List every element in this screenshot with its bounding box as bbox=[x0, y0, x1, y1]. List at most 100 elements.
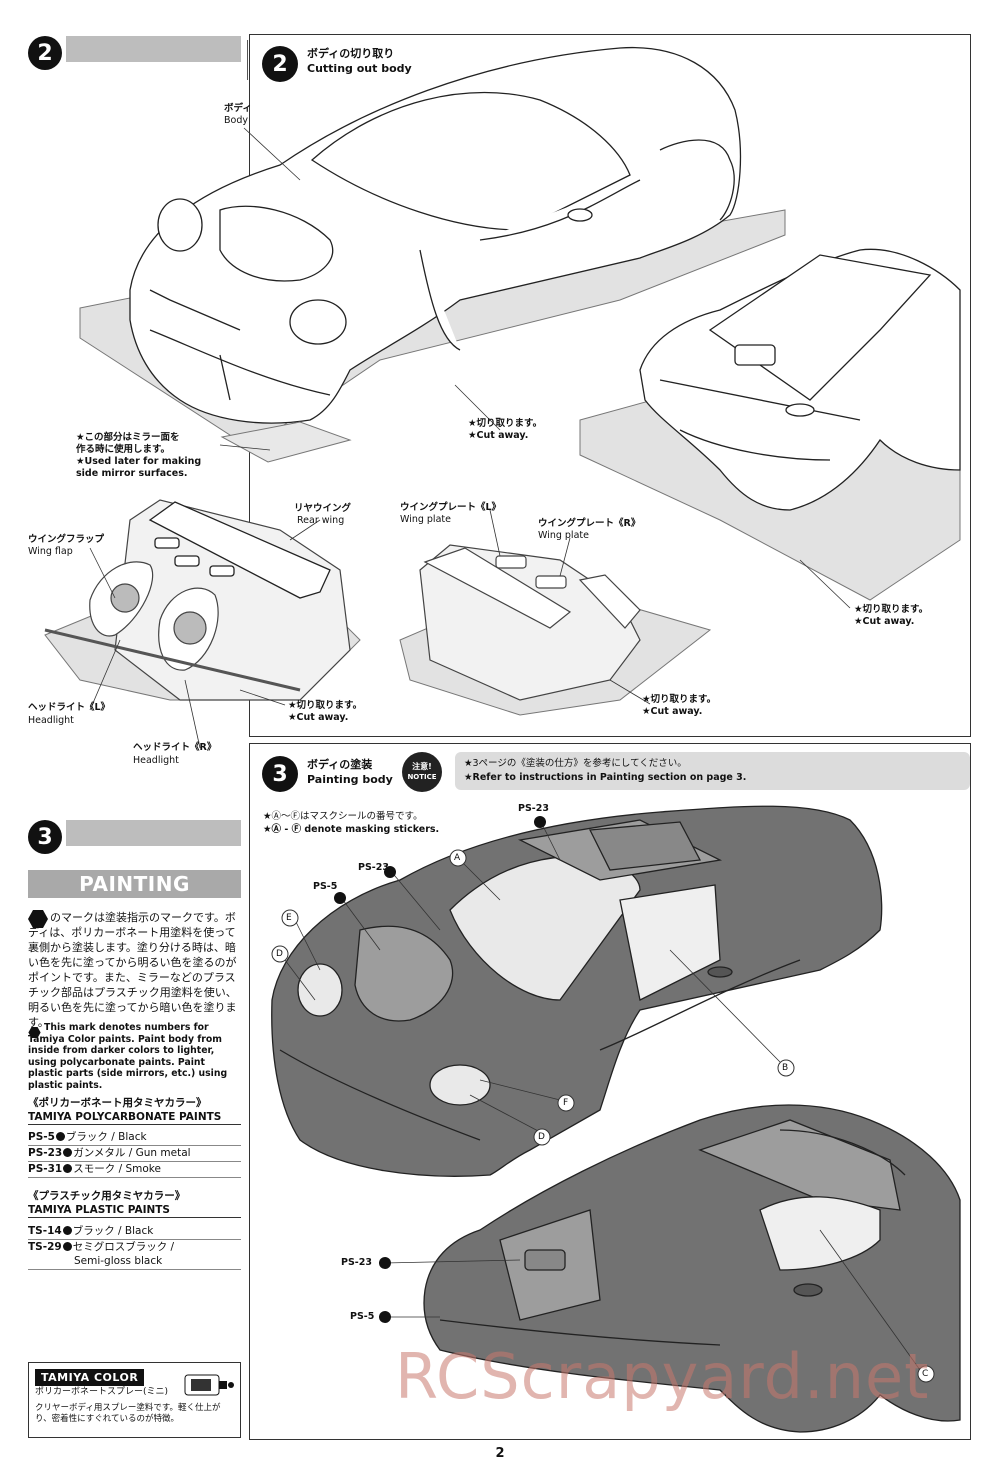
paint-dot-icon bbox=[63, 1164, 73, 1173]
paint-code: TS-29 bbox=[28, 1241, 62, 1253]
painted-car-front bbox=[271, 805, 883, 1177]
paint-row-ps23: PS-23 ガンメタル / Gun metal bbox=[28, 1146, 241, 1162]
cut-away-1-en: ★Cut away. bbox=[468, 430, 529, 441]
page-number: 2 bbox=[495, 1446, 505, 1461]
notice-jp: 注意! bbox=[412, 762, 432, 771]
tamiya-color-box: TAMIYA COLOR ポリカーボネートスプレー(ミニ) クリヤーボディ用スプ… bbox=[28, 1362, 241, 1438]
rear-wing-label-en: Rear wing bbox=[297, 515, 345, 526]
paint-name: セミグロスブラック / bbox=[72, 1241, 175, 1253]
step2-title-en: Cutting out body bbox=[307, 62, 412, 75]
rear-wing-part bbox=[148, 501, 331, 599]
mirror-note-jp-2: 作る時に使用します。 bbox=[76, 444, 171, 455]
painted-car-rear bbox=[423, 1104, 961, 1433]
paint-dot-icon bbox=[62, 1226, 72, 1235]
paint-dot-icon bbox=[63, 1148, 73, 1157]
notice-badge: 注意! NOTICE bbox=[402, 752, 442, 792]
callout-ps23-low: PS-23 bbox=[341, 1257, 372, 1268]
mask-letter-d2: D bbox=[538, 1132, 545, 1142]
step2-grey-bar bbox=[66, 36, 241, 62]
paint-row-ps31: PS-31 スモーク / Smoke bbox=[28, 1162, 241, 1178]
tamiya-color-logo: TAMIYA COLOR bbox=[35, 1369, 145, 1386]
paint-row-ts29-cont: Semi-gloss black bbox=[28, 1254, 241, 1270]
paint-name: ブラック / Black bbox=[65, 1131, 147, 1143]
wing-flap-label-jp: ウイングフラップ bbox=[28, 534, 105, 545]
step3-grey-bar bbox=[66, 820, 241, 846]
spray-can-icon bbox=[184, 1374, 234, 1396]
watermark-text: RCScrapyard.net bbox=[395, 1340, 930, 1413]
step2-title-jp: ボディの切り取り bbox=[307, 47, 395, 60]
step3-title-jp: ボディの塗装 bbox=[307, 758, 373, 771]
mask-letter-f: F bbox=[563, 1098, 569, 1108]
mirror-note-en-1: ★Used later for making bbox=[76, 456, 202, 467]
step2-number-badge: 2 bbox=[28, 36, 62, 70]
paint-mark-icon bbox=[28, 910, 48, 932]
painting-heading: PAINTING bbox=[28, 870, 241, 898]
paint-row-ps5: PS-5 ブラック / Black bbox=[28, 1130, 241, 1146]
mask-note-en: ★Ⓐ - Ⓕ denote masking stickers. bbox=[263, 824, 440, 835]
painting-instructions-jp: のマークは塗装指示のマークです。ボディは、ポリカーボネート用塗料を使って裏側から… bbox=[28, 911, 237, 1029]
step2-panel-badge: 2 bbox=[262, 46, 298, 82]
poly-paints-heading-jp: 《ポリカーボネート用タミヤカラー》 bbox=[28, 1097, 207, 1109]
painting-instructions-en: This mark denotes numbers for Tamiya Col… bbox=[28, 1022, 228, 1091]
wing-flap-strip bbox=[44, 628, 301, 692]
paint-dot-icon bbox=[62, 1242, 72, 1251]
headlight-r-label-jp: ヘッドライト《R》 bbox=[133, 742, 217, 753]
paint-name: ガンメタル / Gun metal bbox=[73, 1147, 191, 1159]
wing-flap-label-en: Wing flap bbox=[28, 546, 73, 557]
headlight-l-label-en: Headlight bbox=[28, 715, 74, 726]
step3-title-en: Painting body bbox=[307, 773, 393, 786]
mirror-note-en-2: side mirror surfaces. bbox=[76, 468, 188, 479]
step3-panel-badge: 3 bbox=[262, 756, 298, 792]
headlight-parts-frame bbox=[89, 499, 351, 701]
mask-note-jp: ★Ⓐ～Ⓕはマスクシールの番号です。 bbox=[263, 811, 423, 822]
mask-letter-d1: D bbox=[276, 949, 283, 959]
mask-letter-a: A bbox=[454, 853, 461, 863]
body-label-en: Body bbox=[224, 115, 248, 126]
cut-away-4-jp: ★切り取ります。 bbox=[854, 604, 929, 615]
paint-dot-icon bbox=[55, 1132, 65, 1141]
left-divider-line bbox=[247, 40, 248, 80]
cut-away-1-jp: ★切り取ります。 bbox=[468, 418, 543, 429]
wing-plate-r-label-jp: ウイングプレート《R》 bbox=[538, 518, 641, 529]
notice-box bbox=[455, 752, 970, 790]
notice-line-en: ★Refer to instructions in Painting secti… bbox=[464, 772, 747, 783]
cut-away-4-en: ★Cut away. bbox=[854, 616, 915, 627]
main-car-body bbox=[129, 46, 742, 424]
mirror-surface-piece bbox=[220, 421, 352, 463]
body-label-jp: ボディ bbox=[224, 103, 252, 114]
mask-letter-e: E bbox=[286, 913, 292, 923]
paint-code: TS-14 bbox=[28, 1225, 62, 1237]
plastic-paints-heading-en: TAMIYA PLASTIC PAINTS bbox=[28, 1204, 241, 1218]
callout-ps5-top: PS-5 bbox=[313, 881, 338, 892]
plastic-paints-heading-jp: 《プラスチック用タミヤカラー》 bbox=[28, 1190, 186, 1202]
mask-letter-b: B bbox=[782, 1063, 789, 1073]
headlight-r-label-en: Headlight bbox=[133, 755, 179, 766]
wing-plates-frame bbox=[419, 544, 641, 701]
rear-wing-label-jp: リヤウイング bbox=[294, 503, 352, 514]
paint-code: PS-23 bbox=[28, 1147, 63, 1159]
wing-plate-l-label-en: Wing plate bbox=[400, 514, 451, 525]
mask-letter-c: C bbox=[922, 1369, 929, 1379]
poly-paints-heading-en: TAMIYA POLYCARBONATE PAINTS bbox=[28, 1111, 241, 1125]
notice-en: NOTICE bbox=[407, 773, 437, 781]
step3-number-badge: 3 bbox=[28, 820, 62, 854]
notice-line-jp: ★3ページの《塗装の仕方》を参考にしてください。 bbox=[464, 758, 687, 769]
callout-ps23-top: PS-23 bbox=[518, 803, 549, 814]
cut-away-3-jp: ★切り取ります。 bbox=[642, 694, 717, 705]
wing-plate-r-label-en: Wing plate bbox=[538, 530, 589, 541]
paint-code: PS-31 bbox=[28, 1163, 63, 1175]
paint-mark-icon-small bbox=[28, 1023, 41, 1042]
paint-row-ts29: TS-29 セミグロスブラック / bbox=[28, 1240, 241, 1255]
paint-code: PS-5 bbox=[28, 1131, 55, 1143]
tamiya-color-description: クリヤーボディ用スプレー塗料です。軽く仕上がり、密着性にすぐれているのが特徴。 bbox=[35, 1403, 221, 1424]
cut-away-2-jp: ★切り取ります。 bbox=[288, 700, 363, 711]
cut-away-2-en: ★Cut away. bbox=[288, 712, 349, 723]
callout-ps23-mid: PS-23 bbox=[358, 862, 389, 873]
paint-name: スモーク / Smoke bbox=[73, 1163, 161, 1175]
headlight-l-label-jp: ヘッドライト《L》 bbox=[28, 702, 111, 713]
cut-away-3-en: ★Cut away. bbox=[642, 706, 703, 717]
tamiya-color-subtitle: ポリカーボネートスプレー(ミニ) bbox=[35, 1387, 169, 1397]
